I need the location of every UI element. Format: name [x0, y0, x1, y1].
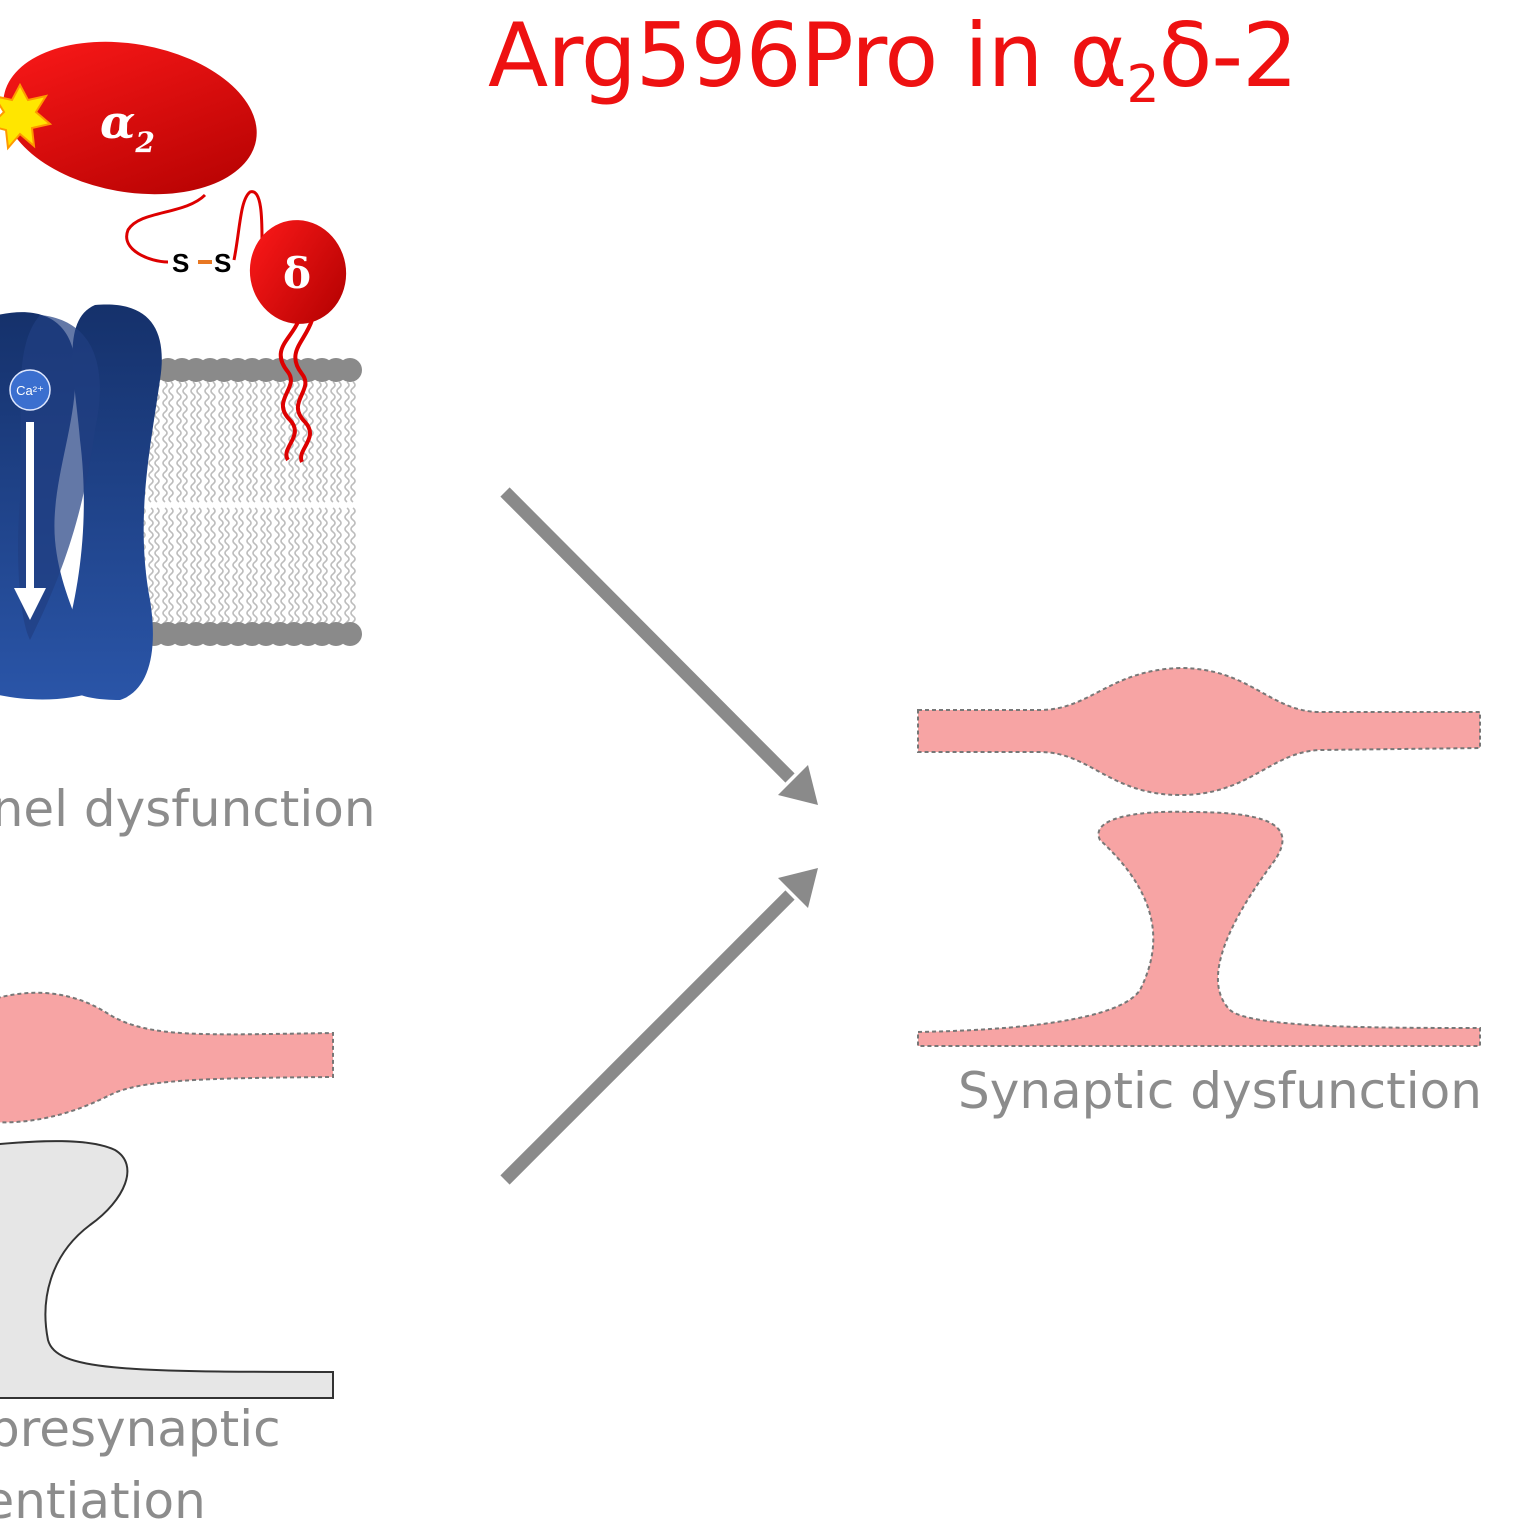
- disulfide-linker: [125, 190, 264, 264]
- alpha2-label: α2: [100, 95, 155, 159]
- postsynaptic-spine: [917, 810, 1481, 1047]
- disulfide-bond: S S: [172, 248, 231, 278]
- presynaptic-terminal: [917, 666, 1481, 797]
- lipid-heads-bottom: [128, 622, 362, 646]
- presynaptic-label-line2: rentiation: [0, 1472, 206, 1530]
- synapse-left: [0, 991, 334, 1399]
- synapse-right: [917, 666, 1481, 1047]
- arrow-up-right: [500, 868, 818, 1185]
- svg-text:S: S: [172, 248, 189, 278]
- lipid-heads-top: [128, 358, 362, 382]
- channel-dysfunction-label: nnel dysfunction: [0, 780, 376, 838]
- delta-label: δ: [283, 249, 311, 298]
- lipid-bilayer: [128, 358, 362, 646]
- calcium-ion-label: Ca²⁺: [16, 383, 44, 398]
- ion-flow-arrow: [14, 422, 46, 620]
- presynaptic-bouton: [0, 991, 334, 1124]
- calcium-ion: Ca²⁺: [9, 369, 51, 411]
- delta-subunit: δ: [249, 220, 347, 463]
- page-title: Arg596Pro in α2δ-2: [488, 4, 1298, 115]
- gpi-anchor: [278, 319, 314, 463]
- presynaptic-label-line1: presynaptic: [0, 1400, 281, 1458]
- calcium-channel: Ca²⁺: [0, 304, 162, 700]
- arrow-down-right: [500, 487, 818, 805]
- postsynaptic-grey: [0, 1140, 334, 1399]
- synaptic-dysfunction-label: Synaptic dysfunction: [958, 1062, 1482, 1120]
- svg-text:S: S: [214, 248, 231, 278]
- alpha2-subunit: α2: [3, 41, 257, 195]
- lipid-tails: [134, 381, 356, 629]
- mutation-star-icon: [0, 82, 53, 151]
